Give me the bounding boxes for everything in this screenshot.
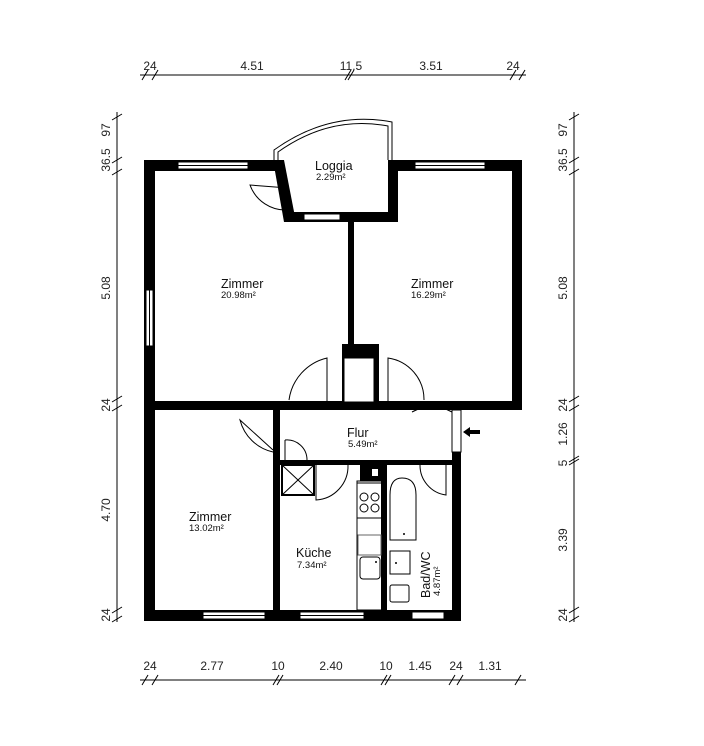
room-name: Flur	[347, 426, 369, 440]
toilet-icon	[389, 584, 410, 603]
doors[interactable]	[239, 184, 462, 501]
washbasin-icon	[389, 550, 411, 575]
room-area: 20.98m²	[221, 290, 256, 301]
dim-label: 1.45	[408, 659, 432, 673]
dim-label: 5.08	[99, 276, 113, 300]
walls	[144, 160, 522, 621]
room-name: Zimmer	[411, 277, 453, 291]
dim-label: 24	[556, 398, 570, 412]
room-area: 5.49m²	[348, 439, 378, 450]
dimension-right: 97 36.5 5.08 24 1.26 5 3.39 24	[556, 112, 580, 623]
room-area: 2.29m²	[316, 172, 346, 183]
room-area: 7.34m²	[297, 560, 327, 571]
arrow-left-icon	[463, 427, 480, 437]
dim-label: 24	[99, 398, 113, 412]
dim-label: 24	[143, 59, 157, 73]
dim-label: 24	[506, 59, 520, 73]
dim-label: 10	[379, 659, 393, 673]
dim-label: 2.40	[319, 659, 343, 673]
room-zimmer-1: Zimmer 20.98m²	[221, 277, 263, 301]
room-zimmer-2: Zimmer 16.29m²	[411, 277, 453, 301]
room-name: Zimmer	[221, 277, 263, 291]
windows	[145, 161, 486, 620]
dim-label: 4.70	[99, 498, 113, 522]
dim-label: 3.39	[556, 528, 570, 552]
stove-icon	[356, 482, 383, 519]
room-bad-wc: Bad/WC 4.87m²	[419, 551, 443, 598]
room-name: Loggia	[315, 159, 353, 173]
dimension-top: 24 4.51 11.5 3.51 24	[140, 59, 526, 81]
room-area: 16.29m²	[411, 290, 446, 301]
dimension-left: 97 36.5 5.08 24 4.70 24	[99, 112, 123, 623]
dim-label: 24	[449, 659, 463, 673]
bath-fixtures	[389, 477, 417, 603]
dim-label: 2.77	[200, 659, 224, 673]
dim-label: 36.5	[556, 148, 570, 172]
room-area: 13.02m²	[189, 523, 224, 534]
dim-label: 24	[556, 608, 570, 622]
sink-icon	[357, 534, 382, 580]
dim-label: 4.51	[240, 59, 264, 73]
bathtub-icon	[389, 477, 417, 541]
dim-label: 24	[99, 608, 113, 622]
dim-label: 10	[271, 659, 285, 673]
room-zimmer-3: Zimmer 13.02m²	[189, 510, 231, 534]
dimension-bottom: 24 2.77 10 2.40 10 1.45 24 1.31	[140, 659, 526, 686]
dim-label: 3.51	[419, 59, 443, 73]
dim-label: 97	[99, 123, 113, 137]
dim-label: 97	[556, 123, 570, 137]
room-name: Küche	[296, 546, 331, 560]
dim-label: 1.31	[478, 659, 502, 673]
room-name: Bad/WC	[419, 551, 433, 598]
dim-label: 5	[556, 459, 570, 466]
loggia-railing	[273, 118, 393, 160]
dim-label: 11.5	[340, 59, 363, 73]
dim-label: 36.5	[99, 148, 113, 172]
dim-label: 1.26	[556, 422, 570, 446]
room-loggia: Loggia 2.29m²	[315, 159, 353, 183]
room-flur: Flur 5.49m²	[347, 426, 378, 450]
room-area: 4.87m²	[432, 566, 443, 596]
shaft	[281, 464, 378, 496]
room-name: Zimmer	[189, 510, 231, 524]
dim-label: 24	[143, 659, 157, 673]
room-kueche: Küche 7.34m²	[296, 546, 331, 571]
dim-label: 5.08	[556, 276, 570, 300]
kitchen-counter	[356, 480, 383, 611]
